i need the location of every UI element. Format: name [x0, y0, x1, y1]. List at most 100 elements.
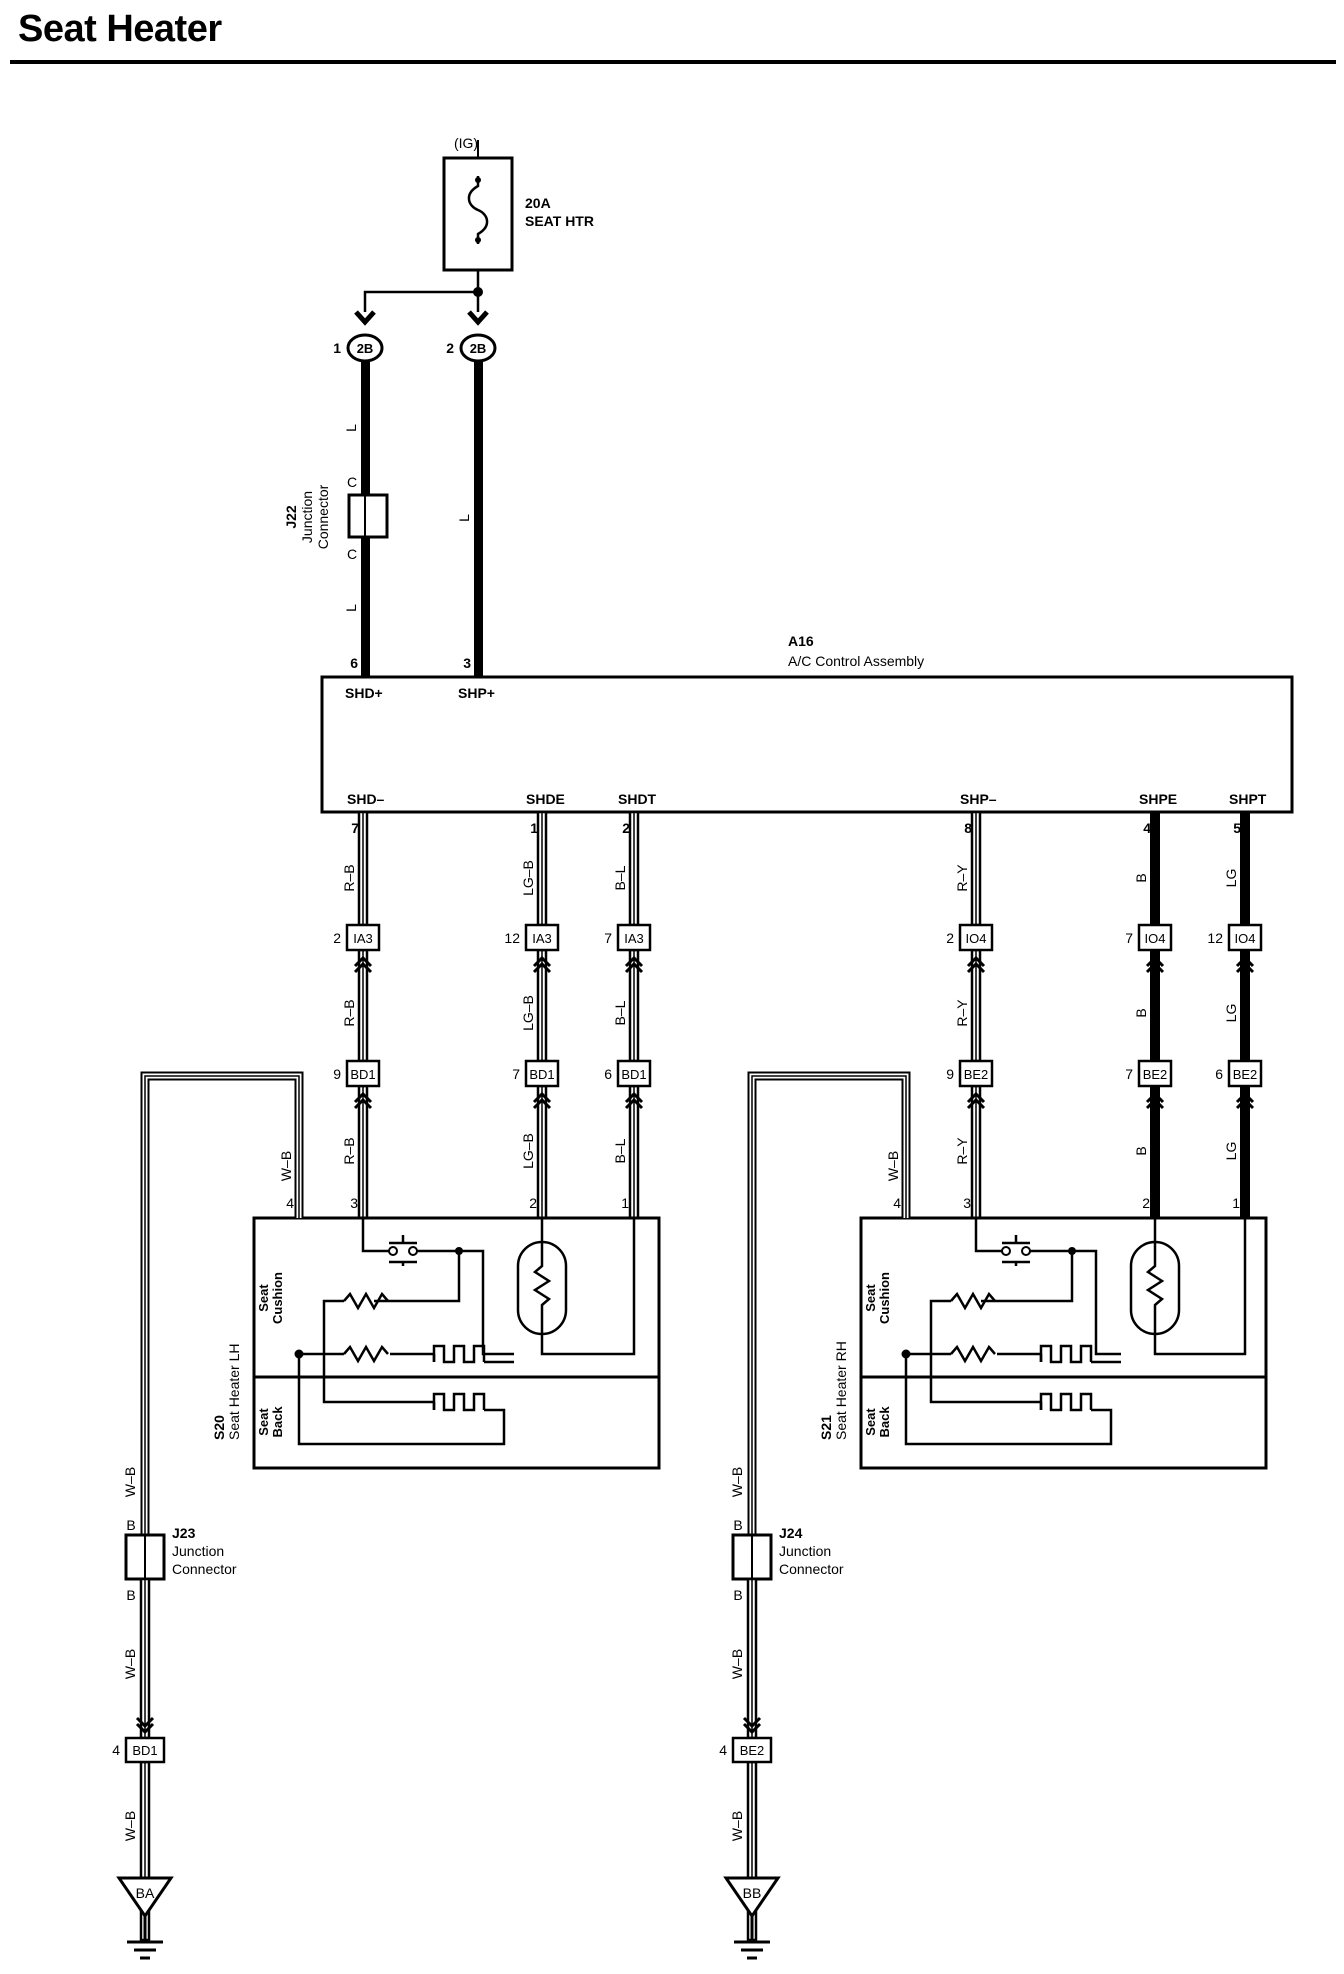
terminal-shd-plus: SHD+ [345, 685, 383, 701]
svg-text:BA: BA [136, 1885, 155, 1901]
svg-text:W–B: W–B [122, 1467, 138, 1497]
wire-color-label: B [1133, 1008, 1149, 1017]
svg-text:W–B: W–B [729, 1811, 745, 1841]
svg-text:W–B: W–B [122, 1649, 138, 1679]
svg-text:J23: J23 [172, 1525, 196, 1541]
svg-text:6: 6 [1215, 1066, 1223, 1082]
wire-color-label: R–B [341, 864, 357, 891]
inline-connector-ia3: IA3 2 [333, 923, 381, 952]
svg-text:BE2: BE2 [740, 1743, 765, 1758]
wire-color-label: LG–B [520, 995, 536, 1031]
svg-text:W–B: W–B [885, 1151, 901, 1181]
a16-name: A/C Control Assembly [788, 653, 924, 669]
thermostat-switch-icon [361, 1218, 463, 1266]
terminal-label: SHPE [1139, 791, 1177, 807]
svg-text:Connector: Connector [315, 484, 331, 549]
thermistor-icon [1129, 1218, 1247, 1356]
wire-color-label: LG [1223, 869, 1239, 888]
terminal-pin: 1 [530, 820, 538, 836]
svg-text:W–B: W–B [122, 1811, 138, 1841]
svg-text:C: C [347, 546, 357, 562]
wire-color-label: B–L [612, 1000, 628, 1025]
body-connector-be2: BE2 6 [1215, 1059, 1263, 1088]
svg-text:W–B: W–B [278, 1151, 294, 1181]
thermistor-icon [516, 1218, 636, 1356]
fuse-name: SEAT HTR [525, 213, 594, 229]
svg-text:Connector: Connector [779, 1561, 844, 1577]
svg-text:Junction: Junction [299, 491, 315, 543]
svg-text:IO4: IO4 [1145, 931, 1166, 946]
ground-wire: 4W–BW–B [729, 1071, 911, 1535]
wire-color-label: R–Y [954, 999, 970, 1027]
fuse-rating: 20A [525, 195, 551, 211]
svg-text:BE2: BE2 [964, 1067, 989, 1082]
terminal-label: SHD– [347, 791, 385, 807]
wire-color-label: R–B [341, 999, 357, 1026]
thermostat-switch-icon [974, 1218, 1076, 1266]
svg-text:W–B: W–B [729, 1467, 745, 1497]
svg-text:Seat Heater LH: Seat Heater LH [226, 1344, 242, 1441]
inline-connector-io4: IO4 2 [946, 923, 994, 952]
heater-pin: 2 [529, 1195, 537, 1211]
svg-text:IA3: IA3 [353, 931, 373, 946]
wire-color-label: R–Y [954, 1137, 970, 1165]
terminal-label: SHP– [960, 791, 997, 807]
wire-color-label: B [1133, 1146, 1149, 1155]
wire-color-label: B–L [612, 1138, 628, 1163]
heating-element-network [901, 1249, 1121, 1446]
svg-text:4: 4 [112, 1742, 120, 1758]
wire-shd-plus [361, 361, 370, 677]
svg-text:Cushion: Cushion [877, 1272, 892, 1324]
wire-color-label: R–Y [954, 864, 970, 892]
terminal-shp-plus: SHP+ [458, 685, 495, 701]
connector-2b-pin1: 2B 1 [333, 310, 384, 363]
svg-text:Seat: Seat [256, 1284, 271, 1312]
terminal-pin: 7 [351, 820, 359, 836]
svg-text:L: L [456, 514, 472, 522]
fuse-source-label: (IG) [454, 135, 478, 151]
svg-text:2: 2 [333, 930, 341, 946]
svg-text:Connector: Connector [172, 1561, 237, 1577]
svg-text:Seat: Seat [863, 1408, 878, 1436]
terminal-pin: 8 [964, 820, 972, 836]
heater-pin: 3 [350, 1195, 358, 1211]
svg-text:7: 7 [1125, 930, 1133, 946]
svg-text:7: 7 [604, 930, 612, 946]
svg-text:IA3: IA3 [532, 931, 552, 946]
svg-text:BD1: BD1 [621, 1067, 646, 1082]
heater-pin: 3 [963, 1195, 971, 1211]
ground-icon: BB [723, 1876, 781, 1960]
svg-text:IO4: IO4 [966, 931, 987, 946]
svg-text:12: 12 [1207, 930, 1223, 946]
svg-text:B: B [733, 1517, 742, 1533]
svg-text:C: C [347, 474, 357, 490]
a16-pin-3: 3 [463, 655, 471, 671]
a16-id: A16 [788, 633, 814, 649]
terminal-pin: 5 [1233, 820, 1241, 836]
wire-shp-plus: L [456, 361, 483, 677]
svg-text:B: B [126, 1587, 135, 1603]
svg-text:2: 2 [946, 930, 954, 946]
svg-text:BE2: BE2 [1233, 1067, 1258, 1082]
svg-text:J22: J22 [283, 505, 299, 529]
svg-text:Junction: Junction [779, 1543, 831, 1559]
ac-control-assembly-box [320, 675, 1294, 814]
svg-text:S20: S20 [211, 1415, 227, 1440]
svg-text:L: L [343, 424, 359, 432]
